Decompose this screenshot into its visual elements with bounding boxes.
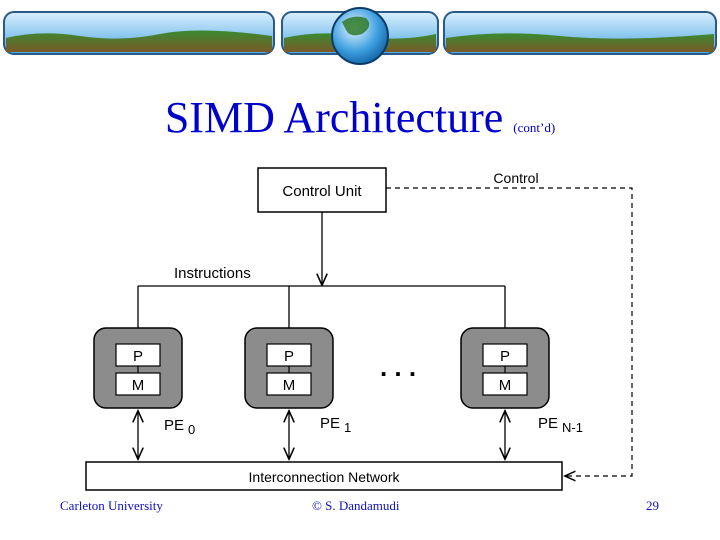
page-number: 29 [646, 498, 659, 513]
slide-title-suffix: (cont’d) [513, 120, 556, 135]
footer-institution: Carleton University [60, 498, 163, 513]
banner-panel-left [3, 11, 275, 55]
memory-label: M [283, 377, 296, 394]
slide-title-row: SIMD Architecture (cont’d) [0, 92, 720, 143]
instructions-label: Instructions [174, 265, 251, 282]
ellipsis: . . . [380, 352, 416, 382]
interconnection-network-label: Interconnection Network [249, 469, 401, 485]
memory-label: M [499, 377, 512, 394]
control-unit-box: Control Unit [257, 167, 387, 213]
banner-panel-right [443, 11, 717, 55]
slide-title: SIMD Architecture [164, 93, 504, 142]
processing-element-0: P M [93, 327, 183, 409]
processing-element-n-1: P M [460, 327, 550, 409]
footer-author: © S. Dandamudi [312, 498, 400, 513]
control-signal-line [386, 187, 633, 476]
processor-label: P [284, 348, 294, 365]
globe-icon [331, 7, 389, 65]
control-label: Control [493, 170, 538, 186]
processing-element-1: P M [244, 327, 334, 409]
control-unit-label: Control Unit [282, 183, 362, 200]
interconnection-network-box: Interconnection Network [85, 461, 563, 491]
memory-label: M [132, 377, 145, 394]
processor-label: P [500, 348, 510, 365]
processor-label: P [133, 348, 143, 365]
header-banner [3, 7, 717, 65]
